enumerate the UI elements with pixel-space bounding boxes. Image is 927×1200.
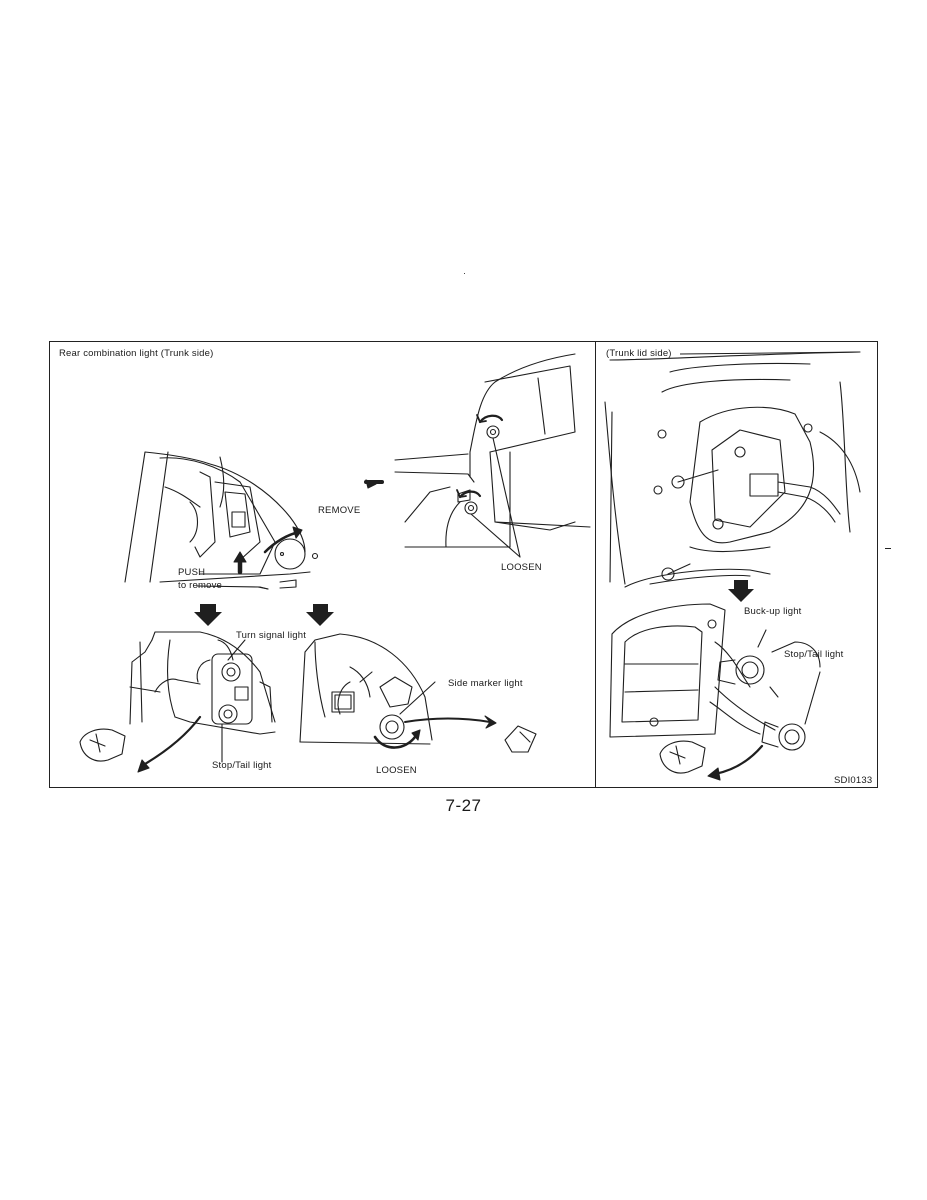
panel-title-trunk-lid-side: (Trunk lid side) <box>606 348 672 359</box>
housing-turn-signal-drawing <box>79 631 276 773</box>
label-stop-tail-left: Stop/Tail light <box>212 760 272 771</box>
label-stop-tail-right: Stop/Tail light <box>784 649 844 660</box>
label-side-marker: Side marker light <box>448 678 523 689</box>
trunk-interior-drawing <box>364 353 591 558</box>
label-to-remove: to remove <box>178 580 223 591</box>
label-loosen-bottom: LOOSEN <box>376 765 417 776</box>
speck-mark <box>464 273 465 274</box>
page-number: 7-27 <box>445 796 482 815</box>
panel-divider <box>595 342 596 787</box>
label-push: PUSH <box>178 567 206 578</box>
label-buck-up: Buck-up light <box>744 606 802 617</box>
label-remove: REMOVE <box>318 505 361 516</box>
label-turn-signal: Turn signal light <box>236 630 307 641</box>
panel-title-trunk-side: Rear combination light (Trunk side) <box>59 348 214 359</box>
margin-tick <box>885 548 891 549</box>
illustration-figure: Rear combination light (Trunk side) (Tru… <box>49 341 878 788</box>
line-drawings <box>79 351 861 781</box>
step-arrows <box>194 580 754 626</box>
rear-lamp-drawing <box>609 603 821 781</box>
trunk-lid-drawing <box>604 351 861 588</box>
figure-code: SDI0133 <box>834 775 873 786</box>
housing-side-marker-drawing <box>299 633 537 753</box>
housing-remove-drawing <box>124 451 319 590</box>
label-loosen-top: LOOSEN <box>501 562 542 573</box>
